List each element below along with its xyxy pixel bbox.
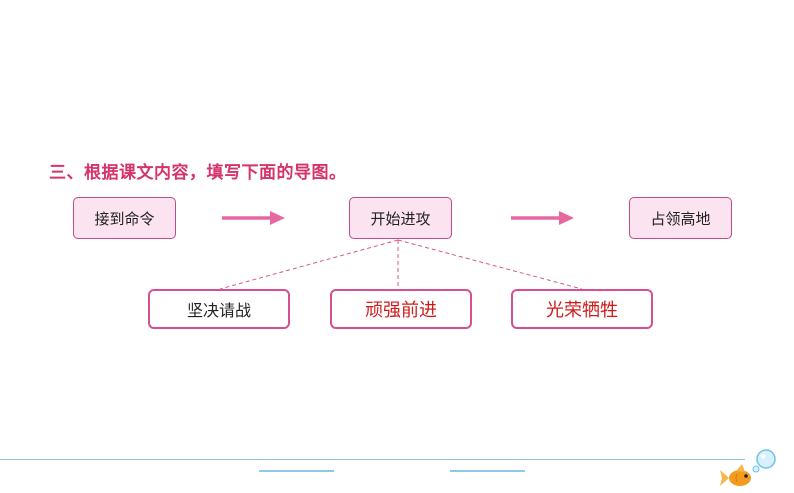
answer-label: 顽强前进 [365, 300, 437, 321]
flow-step-box: 接到命令 [73, 197, 176, 239]
footer-tab-mark [450, 470, 525, 472]
footer-tab-mark [259, 470, 334, 472]
footer-divider [0, 459, 745, 460]
branch-label: 坚决请战 [186, 301, 251, 320]
answer-box: 顽强前进 [330, 289, 472, 329]
answer-box: 光荣牺牲 [511, 289, 653, 329]
branch-box: 坚决请战 [148, 289, 290, 329]
flow-step-label: 占领高地 [650, 209, 711, 228]
connector-line-right [397, 239, 583, 290]
goldfish-icon [720, 449, 776, 486]
flow-step-label: 接到命令 [94, 209, 155, 228]
flow-step-box: 开始进攻 [349, 197, 452, 239]
arrow-right-icon [222, 211, 285, 225]
flow-step-label: 开始进攻 [370, 209, 431, 228]
arrow-right-icon [511, 211, 574, 225]
flow-step-box: 占领高地 [629, 197, 732, 239]
answer-label: 光荣牺牲 [546, 300, 618, 321]
connector-line-left [219, 239, 399, 290]
exercise-heading: 三、根据课文内容，填写下面的导图。 [49, 163, 347, 183]
